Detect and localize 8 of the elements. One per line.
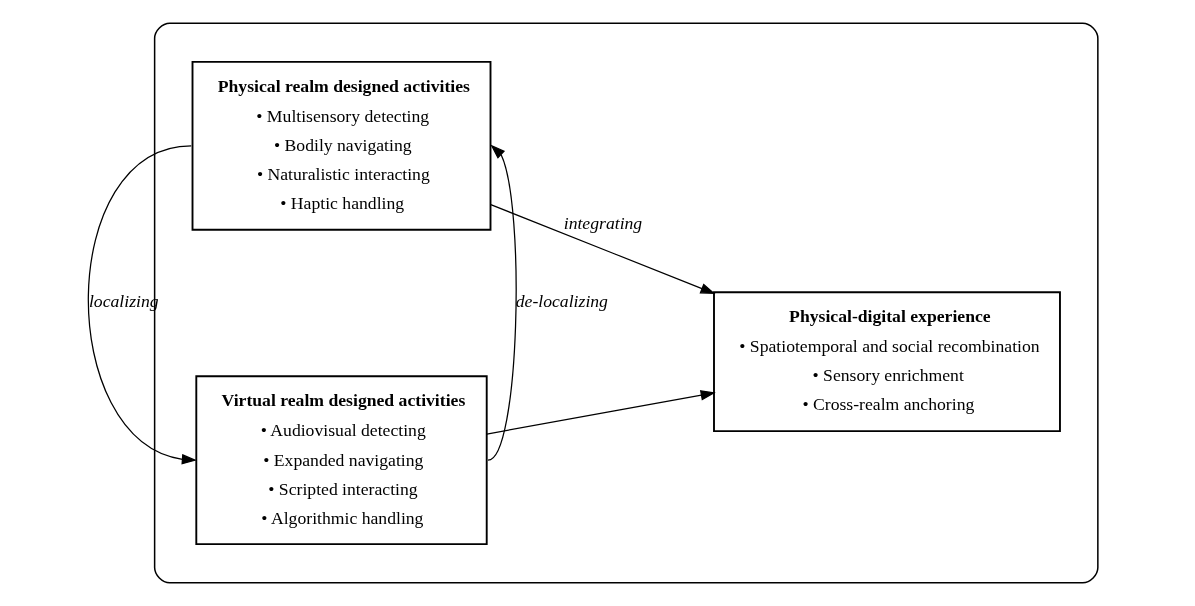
arrow xyxy=(485,390,716,435)
node-box: Virtual realm designed activities • Audiovisual detecting • Expanded navigating • Scripted interacting • Algorithmic handling xyxy=(194,375,488,546)
node-box: Physical realm designed activities • Multisensory detecting • Bodily navigating • Naturalistic interacting • Haptic handling xyxy=(191,60,491,231)
edge-label: integrating xyxy=(563,213,642,234)
arrow xyxy=(489,204,716,295)
arrow xyxy=(87,145,197,465)
arrow xyxy=(486,144,517,461)
node-box: Physical-digital experience • Spatiotemporal and social recombination • Sensory enrichment • Cross-realm anchoring xyxy=(712,291,1061,433)
